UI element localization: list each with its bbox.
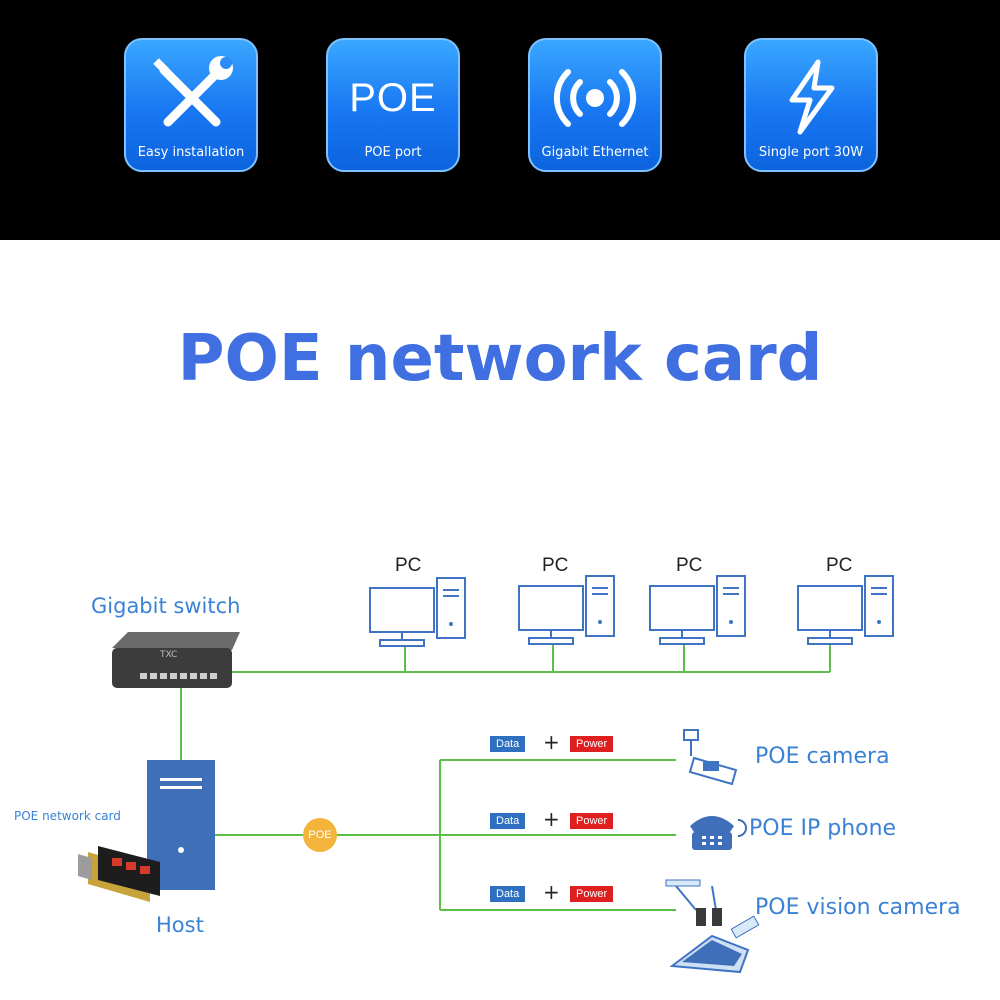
data-tag: Data [490,736,526,752]
switch-brand: TXC [160,650,178,660]
plus-sign: + [543,880,560,904]
feature-tile-gigabit-ethernet: Gigabit Ethernet [528,38,662,172]
feature-label: POE port [364,145,422,160]
pc-label: PC [395,555,422,576]
phone-icon [690,816,747,850]
lightning-icon [789,59,835,135]
feature-tile-easy-installation: Easy installation [124,38,258,172]
plus-sign: + [543,807,560,831]
pc-icon [369,577,466,647]
host-label: Host [156,913,204,937]
pc-label: PC [676,555,703,576]
camera-icon [683,729,738,786]
wireless-signal-icon [553,69,637,127]
feature-label: Single port 30W [758,145,864,160]
feature-label: Gigabit Ethernet [541,145,649,160]
poe-badge: POE [303,818,337,852]
power-tag: Power [570,813,614,829]
power-tag: Power [570,886,614,902]
data-tag: Data [490,886,526,902]
pc-label: PC [542,555,569,576]
pc-icon [518,575,615,645]
device-label-poe-vision-camera: POE vision camera [755,895,961,920]
feature-tile-single-port-30w: Single port 30W [744,38,878,172]
data-tag: Data [490,813,526,829]
pc-label: PC [826,555,853,576]
pc-icon [797,575,894,645]
vision-camera-icon [665,879,760,974]
poe-text-icon: POE [349,76,437,120]
tools-icon [153,56,233,127]
feature-tile-poe-port: POE POE port [326,38,460,172]
device-label-poe-camera: POE camera [755,744,890,769]
feature-bar: Easy installation POE POE port Gigabit E… [0,0,1000,240]
power-tag: Power [570,736,614,752]
plus-sign: + [543,730,560,754]
switch-label: Gigabit switch [91,594,241,618]
network-card-label: POE network card [14,809,121,823]
feature-label: Easy installation [137,145,245,160]
connection-lines [180,645,831,911]
pcie-card-icon [78,846,160,902]
pc-icon [649,575,746,645]
device-label-poe-ip-phone: POE IP phone [749,816,897,841]
page-title: POE network card [177,322,823,396]
switch-icon [112,632,240,688]
